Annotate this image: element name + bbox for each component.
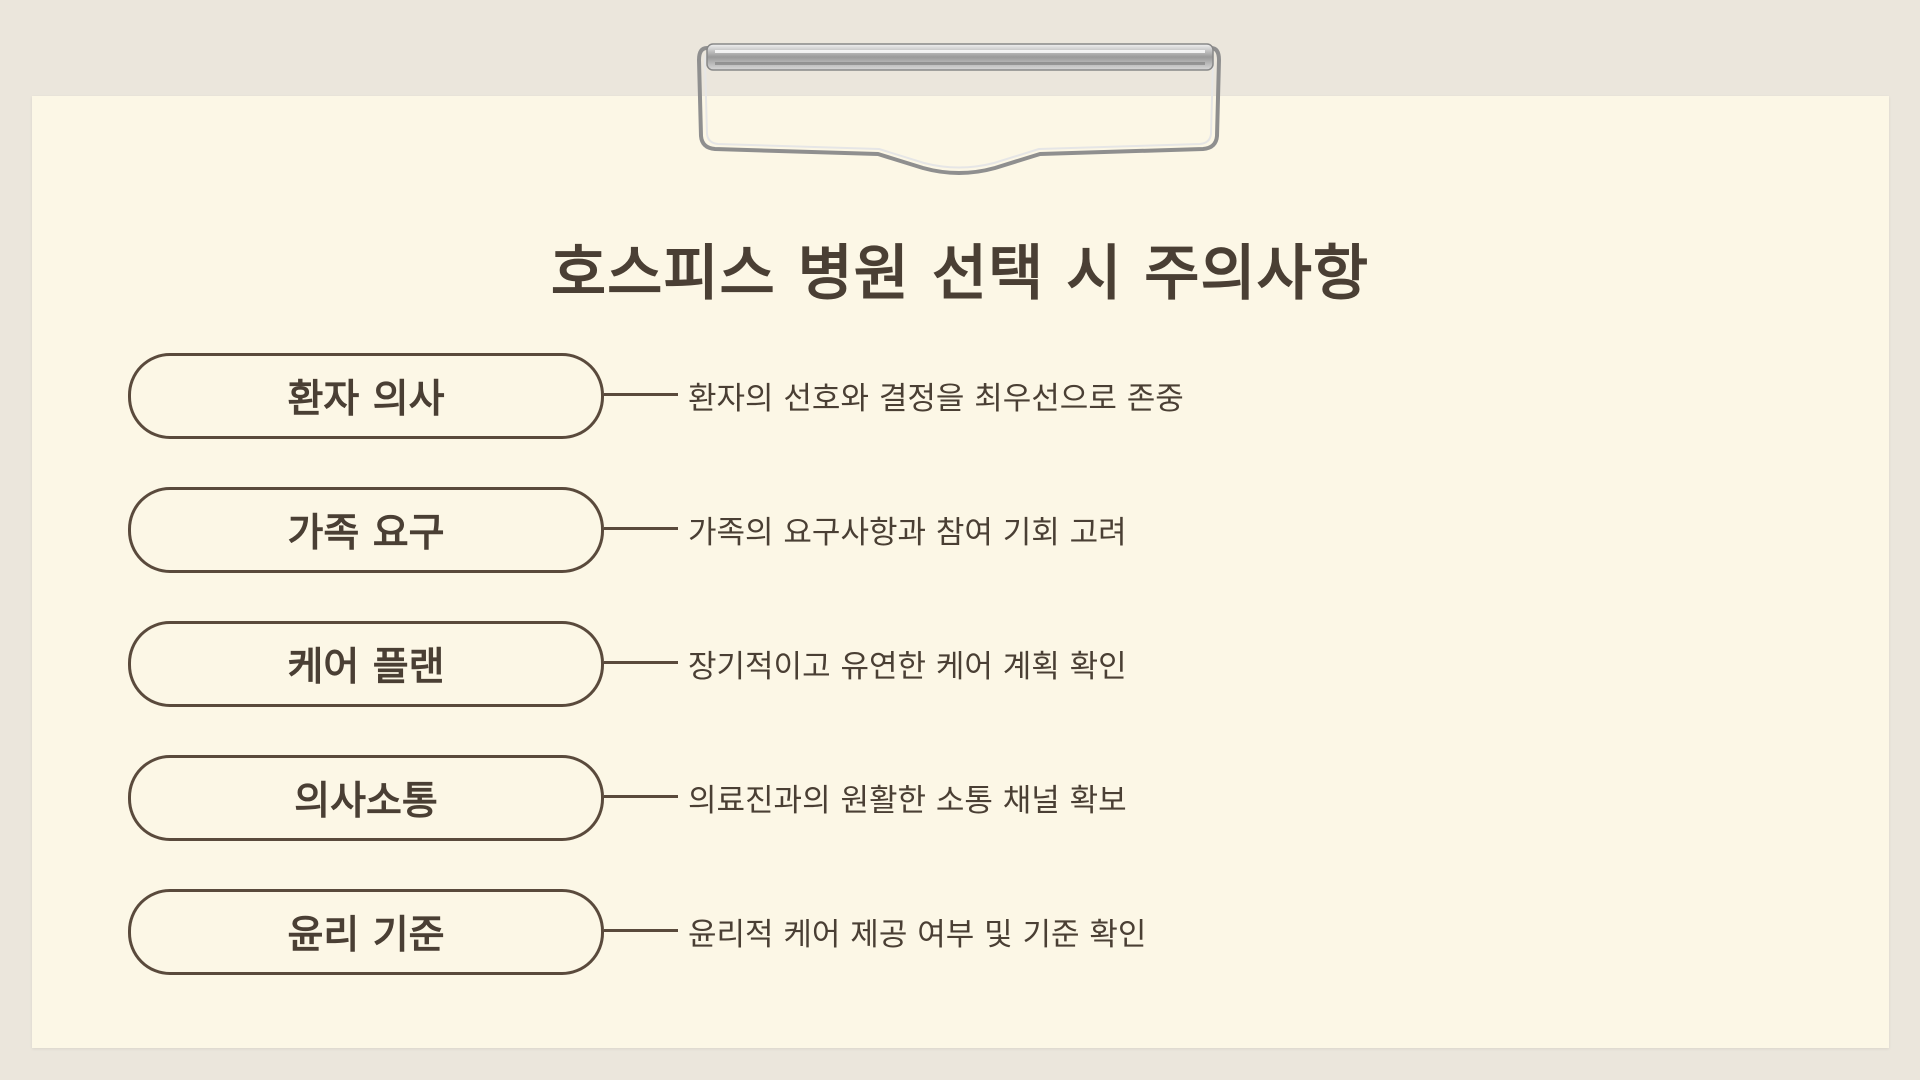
item-description: 가족의 요구사항과 참여 기회 고려 <box>678 507 1127 552</box>
item-label-pill: 환자 의사 <box>128 353 604 439</box>
item-label-pill: 가족 요구 <box>128 487 604 573</box>
list-item: 의사소통 의료진과의 원활한 소통 채널 확보 <box>128 755 1528 841</box>
list-item: 가족 요구 가족의 요구사항과 참여 기회 고려 <box>128 487 1528 573</box>
clipboard-clip-icon <box>697 43 1221 175</box>
list-item: 케어 플랜 장기적이고 유연한 케어 계획 확인 <box>128 621 1528 707</box>
item-label-pill: 윤리 기준 <box>128 889 604 975</box>
item-label-pill: 케어 플랜 <box>128 621 604 707</box>
item-description: 의료진과의 원활한 소통 채널 확보 <box>678 775 1127 820</box>
item-description: 장기적이고 유연한 케어 계획 확인 <box>678 641 1127 686</box>
list-item: 윤리 기준 윤리적 케어 제공 여부 및 기준 확인 <box>128 889 1528 975</box>
item-description: 윤리적 케어 제공 여부 및 기준 확인 <box>678 909 1147 954</box>
page-title: 호스피스 병원 선택 시 주의사항 <box>550 239 1370 309</box>
list-item: 환자 의사 환자의 선호와 결정을 최우선으로 존중 <box>128 353 1528 439</box>
item-description: 환자의 선호와 결정을 최우선으로 존중 <box>678 373 1184 418</box>
item-label-pill: 의사소통 <box>128 755 604 841</box>
